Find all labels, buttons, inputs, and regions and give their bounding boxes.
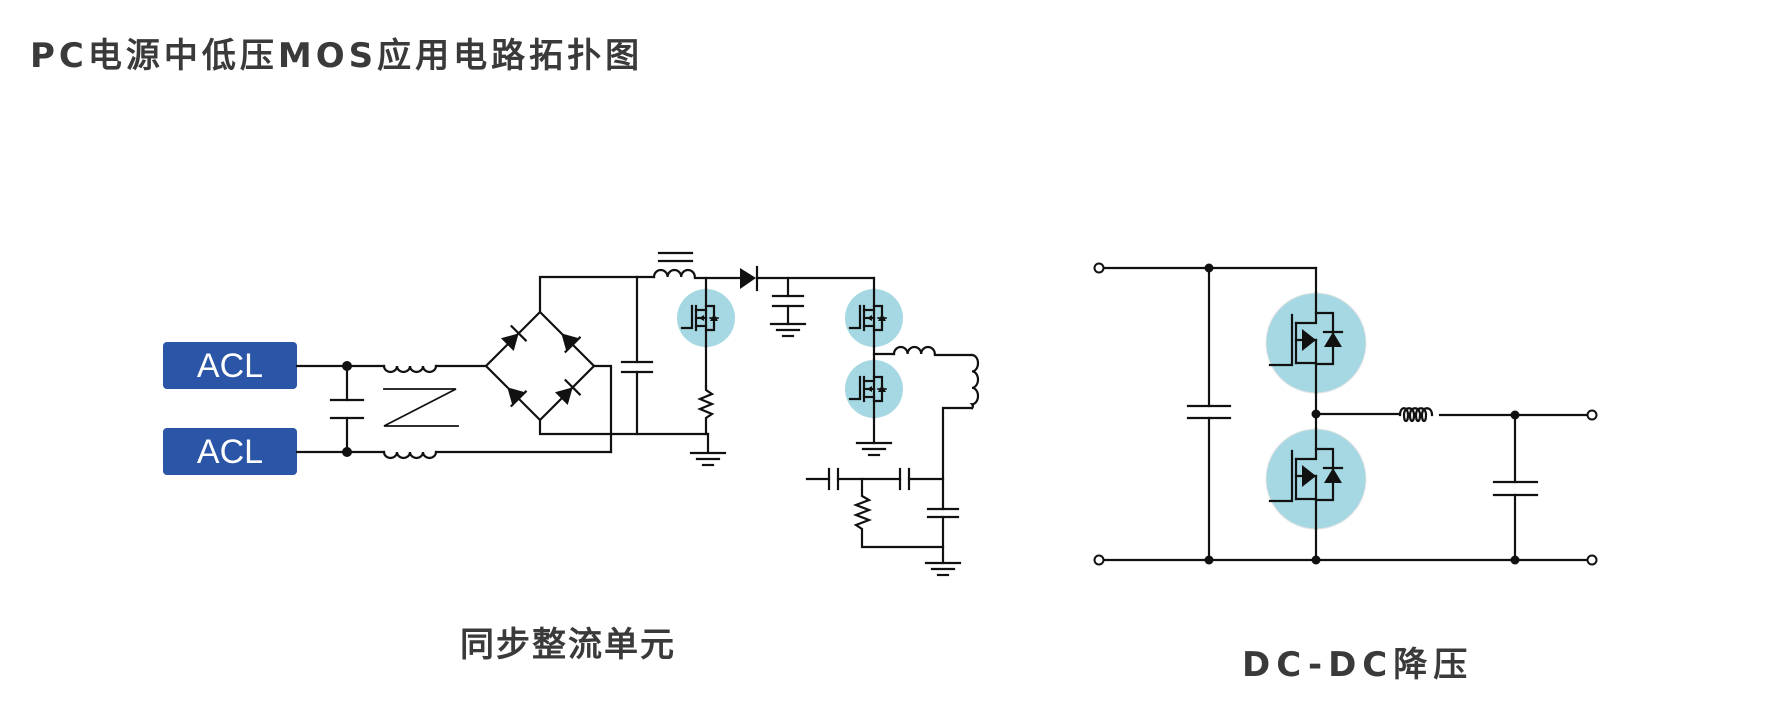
- ground-icon: [689, 451, 727, 467]
- coupling-network: [805, 467, 962, 577]
- output-capacitor: [1492, 413, 1539, 562]
- output-terminal-pos: [1586, 409, 1598, 421]
- bulk-capacitor: [620, 275, 654, 436]
- low-side-mosfet: [1264, 427, 1368, 531]
- ground-icon: [855, 441, 893, 457]
- bridge-rectifier: [484, 310, 596, 422]
- acl-label: ACL: [197, 347, 263, 385]
- sync-rectifier-diagram: ACL ACL: [163, 251, 980, 577]
- half-bridge-mosfet-low: [843, 358, 905, 420]
- input-terminal-pos: [1093, 262, 1105, 274]
- x-capacitor: [329, 364, 365, 454]
- half-bridge-mosfet-high: [843, 276, 905, 349]
- page-title: PC电源中低压MOS应用电路拓扑图: [30, 36, 644, 76]
- dc-dc-buck-diagram: [1093, 262, 1598, 566]
- resonant-inductor: [872, 345, 974, 357]
- pfc-inductor: [652, 251, 696, 279]
- sync-rectifier-caption: 同步整流单元: [460, 625, 676, 665]
- acl-input-bottom: ACL: [163, 428, 297, 475]
- dc-dc-buck-caption: DC-DC降压: [1242, 645, 1474, 685]
- sense-resistor: [697, 384, 715, 436]
- acl-label: ACL: [197, 433, 263, 471]
- common-mode-choke: [382, 364, 459, 460]
- pfc-mosfet: [675, 276, 737, 388]
- transformer-winding: [941, 353, 980, 511]
- output-inductor: [1398, 407, 1434, 423]
- high-side-mosfet: [1264, 266, 1368, 395]
- boost-diode: [740, 265, 759, 292]
- input-capacitor: [1186, 266, 1232, 562]
- input-terminal-neg: [1093, 554, 1105, 566]
- acl-input-top: ACL: [163, 342, 297, 389]
- output-terminal-neg: [1586, 554, 1598, 566]
- output-capacitor: [769, 276, 807, 338]
